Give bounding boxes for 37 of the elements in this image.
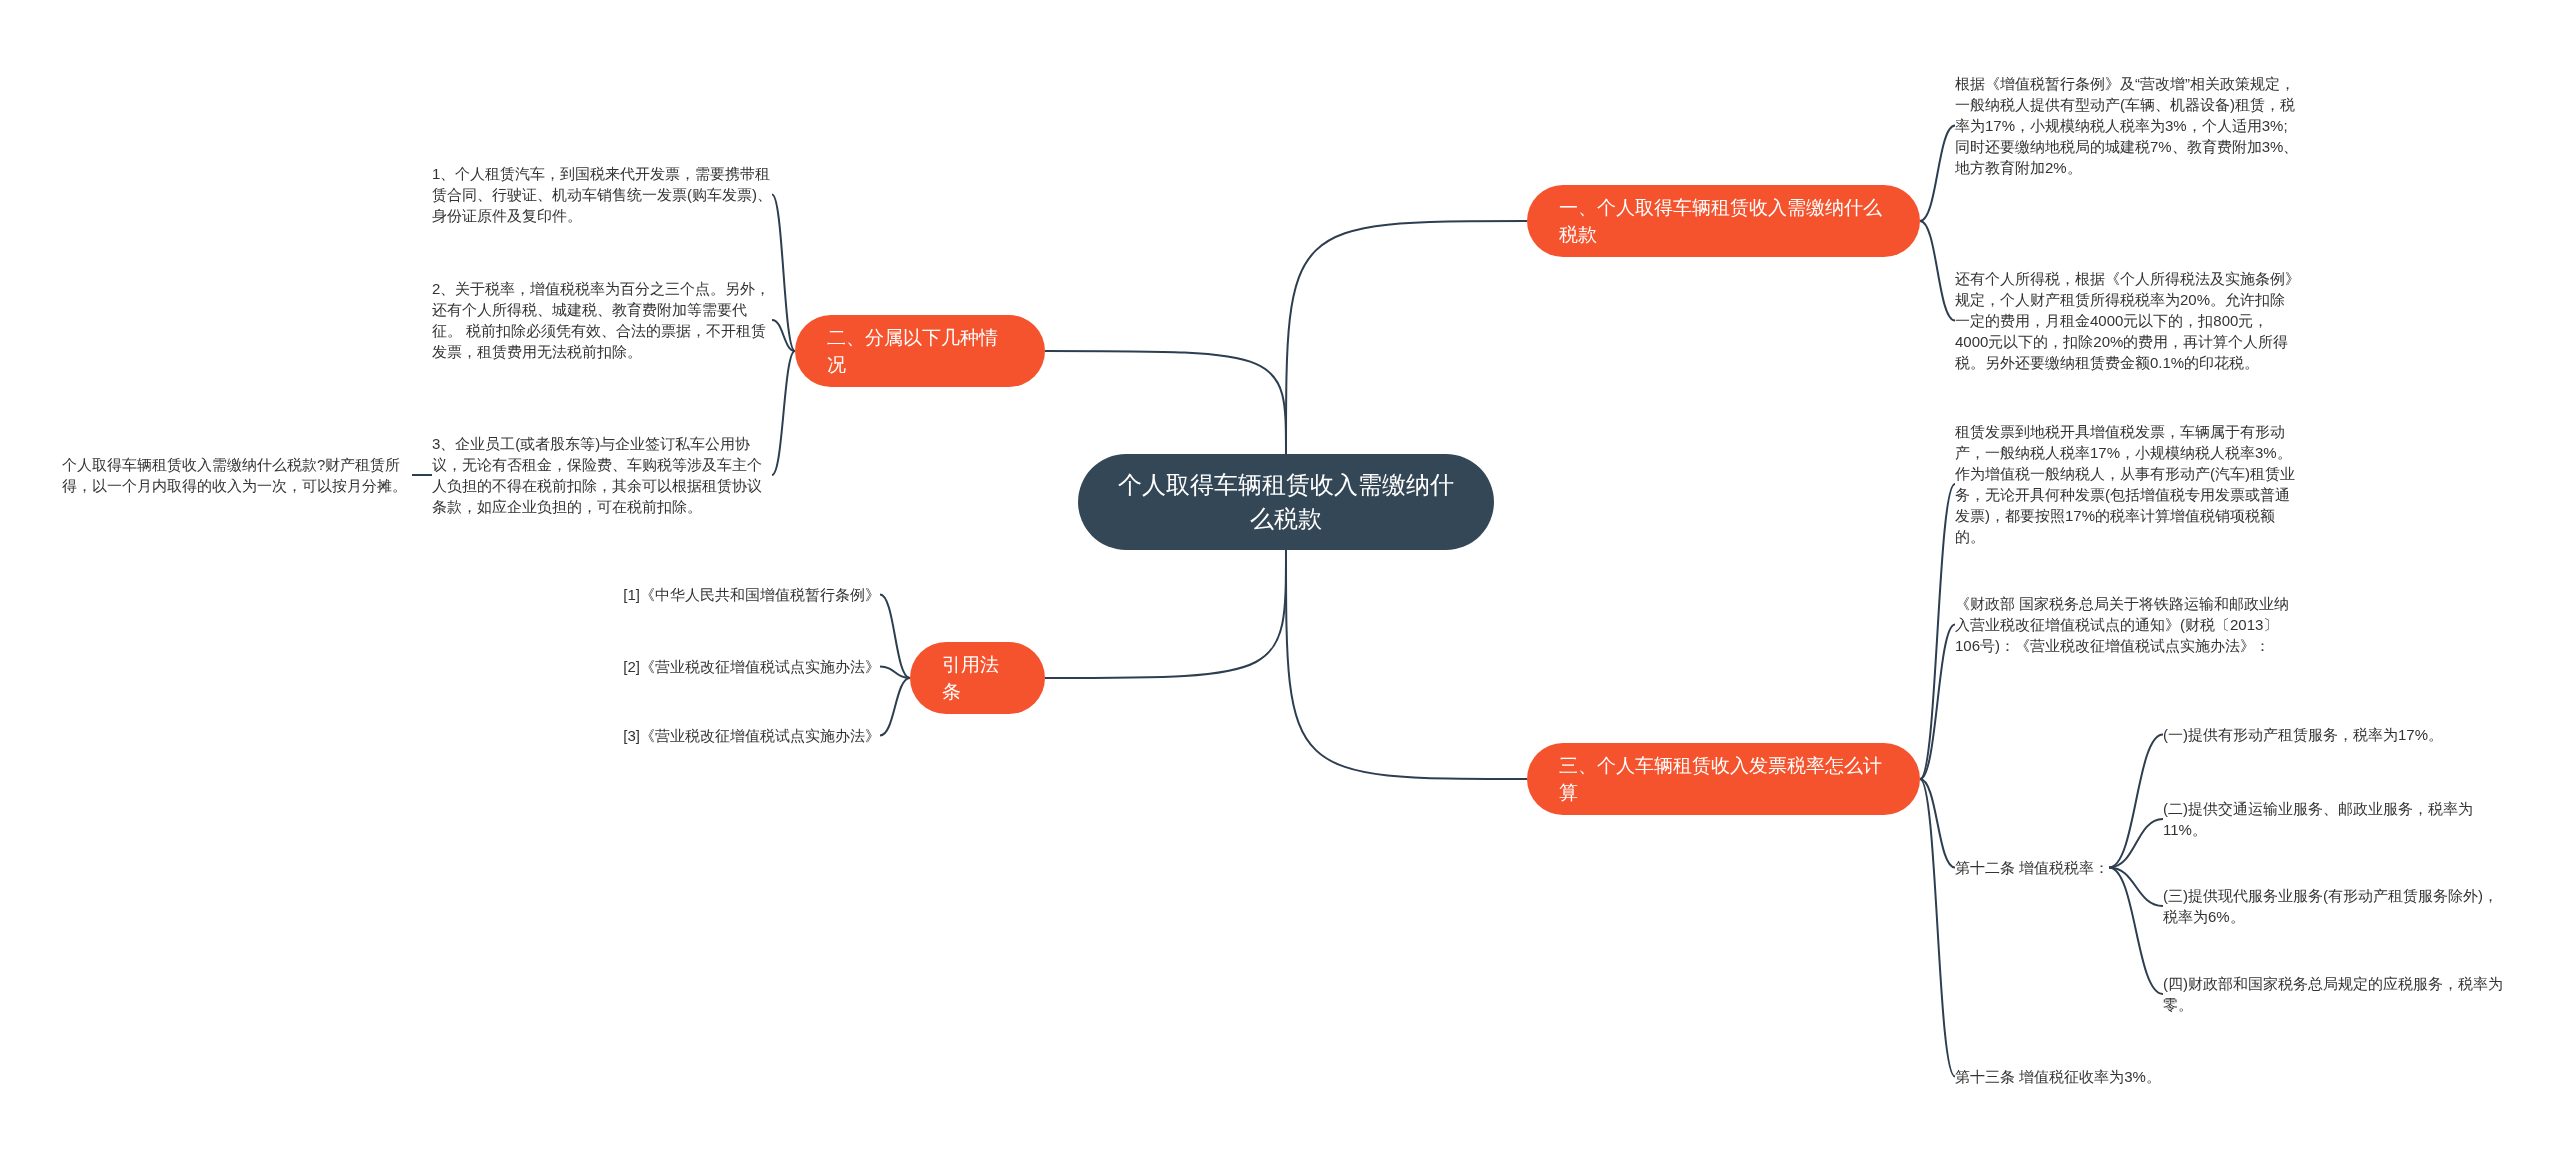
connector-line [2108,818,2164,869]
topic-text: 租赁发票到地税开具增值税发票，车辆属于有形动产，一般纳税人税率17%，小规模纳税人税率3%。作为增值税一般纳税人，从事有形动产(汽车)租赁业务，无论开具何种发票(包括增值税专用发票或普通发票)，都要按照17%的税率计算增值税销项税额的。 [1955,421,2300,547]
central-topic: 个人取得车辆租赁收入需缴纳什么税款 [1078,454,1494,550]
connector-line [771,193,796,352]
topic-text: (二)提供交通运输业服务、邮政业服务，税率为11%。 [2163,798,2508,840]
branch-pill: 三、个人车辆租赁收入发票税率怎么计算 [1527,743,1920,815]
connector-line [1919,623,1956,780]
topic-text: 第十二条 增值税税率： [1955,857,2110,878]
topic-text: 2、关于税率，增值税税率为百分之三个点。另外，还有个人所得税、城建税、教育费附加等需要代征。 税前扣除必须凭有效、合法的票据，不开租赁发票，租赁费用无法税前扣除。 [432,278,772,362]
topic-text: 第十三条 增值税征收率为3%。 [1955,1066,2161,1087]
connector-line [2108,866,2164,995]
connector-line [1919,220,1956,322]
connector-line [771,350,796,476]
connector-line [879,665,911,679]
branch-pill: 二、分属以下几种情况 [795,315,1045,387]
topic-text: 《财政部 国家税务总局关于将铁路运输和邮政业纳入营业税改征增值税试点的通知》(财税〔2013〕106号)：《营业税改征增值税试点实施办法》： [1955,593,2300,656]
topic-text: (三)提供现代服务业服务(有形动产租赁服务除外)，税率为6%。 [2163,885,2508,927]
connector-line [771,319,796,352]
topic-text: [1]《中华人民共和国增值税暂行条例》 [560,584,880,605]
topic-text: 个人取得车辆租赁收入需缴纳什么税款?财产租赁所得，以一个月内取得的收入为一次，可以按月分摊。 [62,454,412,496]
connector-line [879,677,911,737]
topic-text: (一)提供有形动产租赁服务，税率为17%。 [2163,724,2508,745]
connector-line [1919,124,1956,222]
topic-text: 根据《增值税暂行条例》及“营改增”相关政策规定，一般纳税人提供有型动产(车辆、机器设备)租赁，税率为17%，小规模纳税人税率为3%，个人适用3%;同时还要缴纳地税局的城建税7%、教育费附加3%、地方教育附加2%。 [1955,73,2300,178]
topic-text: [2]《营业税改征增值税试点实施办法》 [560,656,880,677]
branch-pill: 引用法条 [910,642,1045,714]
connector-line [1044,350,1287,455]
connector-line [879,593,911,679]
topic-text: 3、企业员工(或者股东等)与企业签订私车公用协议，无论有否租金，保险费、车购税等涉及车主个人负担的不得在税前扣除，其余可以根据租赁协议条款，如应企业负担的，可在税前扣除。 [432,433,772,517]
topic-text: 1、个人租赁汽车，到国税来代开发票，需要携带租赁合同、行驶证、机动车销售统一发票(购车发票)、身份证原件及复印件。 [432,163,772,226]
topic-text: [3]《营业税改征增值税试点实施办法》 [560,725,880,746]
topic-text: 还有个人所得税，根据《个人所得税法及实施条例》规定，个人财产租赁所得税税率为20%。允许扣除一定的费用，月租金4000元以下的，扣800元，4000元以下的，扣除20%的费用，再计算个人所得税。另外还要缴纳租赁费金额0.1%的印花税。 [1955,268,2300,373]
connector-line [1919,778,1956,869]
connector-line [411,474,433,476]
connector-line [1919,778,1956,1078]
topic-text: (四)财政部和国家税务总局规定的应税服务，税率为零。 [2163,973,2508,1015]
branch-pill: 一、个人取得车辆租赁收入需缴纳什么税款 [1527,185,1920,257]
